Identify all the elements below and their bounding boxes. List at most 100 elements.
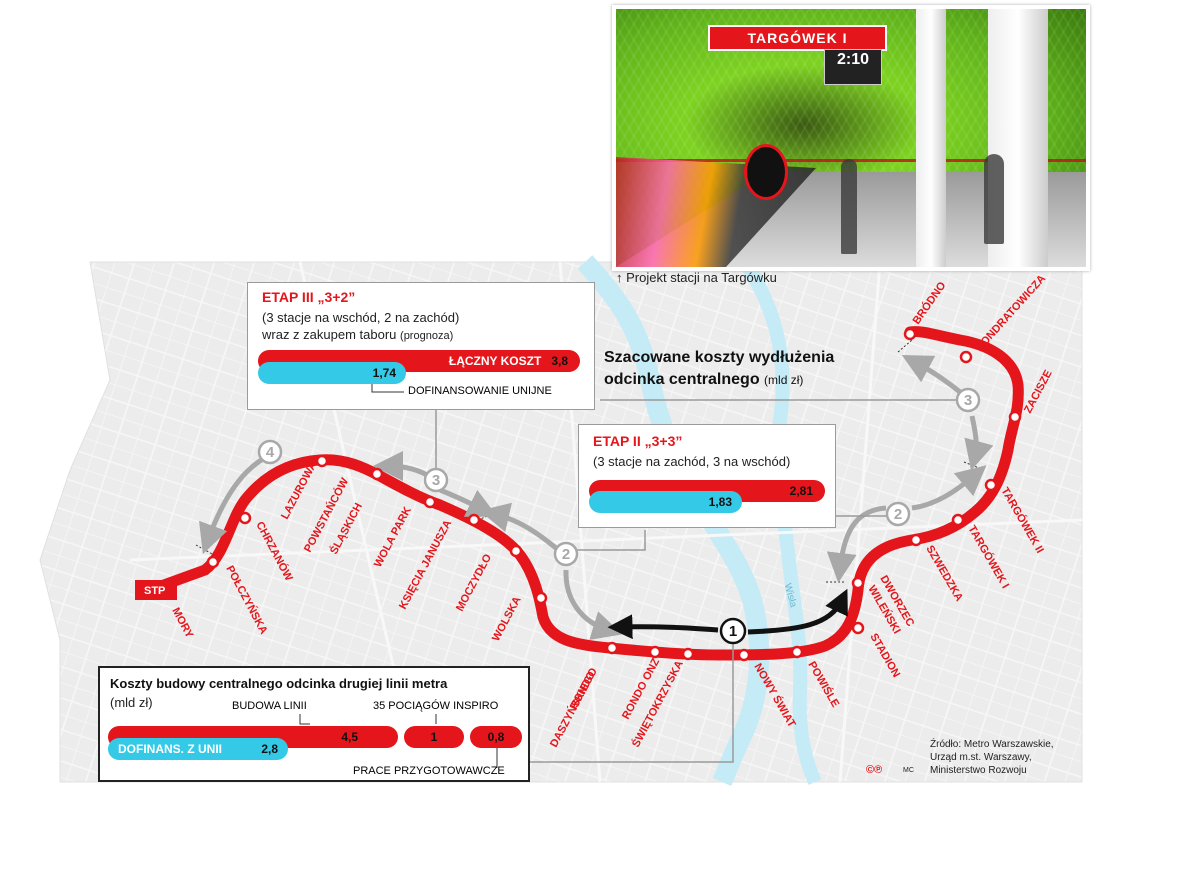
station-powstancow bbox=[370, 467, 384, 481]
stage-2-arrow-east bbox=[826, 505, 887, 583]
station-label-polczynska: POŁCZYŃSKA bbox=[223, 563, 270, 636]
chart-title-line1: Szacowane koszty wydłużenia bbox=[604, 349, 834, 366]
station-powisle bbox=[790, 645, 804, 659]
station-sign: TARGÓWEK I bbox=[708, 25, 887, 51]
station-label-kondratowicza: KONDRATOWICZA bbox=[973, 273, 1048, 354]
etap2-line1: (3 stacje na zachód, 3 na wschód) bbox=[593, 454, 791, 469]
central-budowa-value: 4,5 bbox=[341, 730, 358, 744]
station-kondratowicza bbox=[959, 350, 973, 364]
etap3-line2: wraz z zakupem taboru bbox=[262, 327, 397, 342]
stp-flag bbox=[135, 580, 177, 600]
etap3-box: ETAP III „3+2” (3 stacje na wschód, 2 na… bbox=[247, 282, 595, 410]
author-initials: MC bbox=[903, 767, 914, 774]
stage-3-marker-east bbox=[955, 387, 981, 413]
station-rendering-photo: TARGÓWEK I 2:10 bbox=[612, 5, 1090, 271]
stage-2-arrow-west bbox=[563, 569, 623, 640]
stage-3-number-east: 3 bbox=[964, 392, 972, 409]
central-pociagi-bar: 1 bbox=[404, 726, 464, 748]
etap2-eu-bar: 1,83 bbox=[589, 491, 742, 513]
stage-2-number-east: 2 bbox=[894, 506, 902, 523]
stage-1-marker bbox=[719, 617, 747, 645]
station-label-brodno: BRÓDNO bbox=[910, 279, 949, 327]
central-label-budowa: BUDOWA LINII bbox=[232, 700, 307, 712]
station-swietokrzyska bbox=[681, 647, 695, 661]
station-label-powisle: POWIŚLE bbox=[805, 659, 842, 709]
station-label-szwedzka: SZWEDZKA bbox=[923, 544, 965, 604]
central-title: Koszty budowy centralnego odcinka drugie… bbox=[110, 676, 448, 691]
station-label-stadion: STADION bbox=[867, 632, 902, 680]
station-wolska bbox=[534, 591, 548, 605]
metro-line-2 bbox=[144, 326, 1024, 661]
station-stadion bbox=[851, 621, 865, 635]
station-clock-time: 2:10 bbox=[836, 51, 870, 68]
station-polczynska bbox=[206, 555, 220, 569]
station-label-targowek-1: TARGÓWEK I bbox=[965, 523, 1012, 591]
station-stp-label: STP bbox=[144, 585, 165, 597]
stage-2-marker-east bbox=[885, 501, 911, 527]
station-szwedzka bbox=[909, 533, 923, 547]
central-label-pociagi: 35 POCIĄGÓW INSPIRO bbox=[373, 700, 499, 712]
station-targowek-2 bbox=[984, 478, 998, 492]
stage-2-marker-west bbox=[553, 541, 579, 567]
etap2-total-value: 2,81 bbox=[789, 484, 813, 498]
copyright-mark: ©℗ bbox=[866, 764, 882, 776]
central-eu-value: 2,8 bbox=[261, 742, 278, 756]
station-label-wola-park: WOLA PARK bbox=[372, 505, 414, 569]
stage-1-arrow-west bbox=[607, 614, 719, 640]
station-label-daszynskiego: DASZYŃSKIEGO bbox=[547, 665, 600, 749]
etap3-total-value: 3,8 bbox=[551, 354, 568, 368]
station-brodno bbox=[903, 327, 917, 341]
stage-1-arrow-east bbox=[747, 588, 848, 635]
station-rondo-daszynskiego bbox=[605, 641, 619, 655]
stage-3-marker-west bbox=[423, 467, 449, 493]
station-zacisze bbox=[1008, 410, 1022, 424]
etap3-total-label: ŁĄCZNY KOSZT bbox=[448, 354, 542, 368]
central-pociagi-value: 1 bbox=[430, 730, 438, 744]
central-prace-value: 0,8 bbox=[487, 730, 505, 744]
etap3-line1: (3 stacje na wschód, 2 na zachód) bbox=[262, 310, 460, 325]
station-clock: 2:10 bbox=[824, 49, 882, 85]
station-nowy-swiat bbox=[737, 648, 751, 662]
station-label-ksiecia: KSIĘCIA JANUSZA bbox=[397, 518, 454, 611]
etap2-box: ETAP II „3+3” (3 stacje na zachód, 3 na … bbox=[578, 424, 836, 528]
central-eu-bar: DOFINANS. Z UNII 2,8 bbox=[108, 738, 288, 760]
station-label-nowy-swiat: NOWY ŚWIAT bbox=[751, 661, 798, 730]
etap3-note: (prognoza) bbox=[400, 330, 454, 342]
central-leaders bbox=[299, 714, 498, 768]
station-targowek-1 bbox=[951, 513, 965, 527]
svg-text:odcinka centralnego (mld: odcinka centralnego (mld zł) bbox=[604, 371, 803, 388]
stage-3-arrow-east bbox=[964, 415, 994, 471]
photo-caption: ↑ Projekt stacji na Targówku bbox=[616, 269, 777, 286]
stage-4-marker bbox=[257, 439, 283, 465]
source-line1: Źródło: Metro Warszawskie, bbox=[930, 737, 1054, 750]
stage-2-arrow-west-b bbox=[479, 502, 558, 550]
station-rondo-onz bbox=[648, 645, 662, 659]
station-label-moczydlo: MOCZYDŁO bbox=[454, 552, 494, 614]
station-label-chrzanow: CHRZANÓW bbox=[253, 519, 295, 583]
station-dworzec-wilenski bbox=[851, 576, 865, 590]
central-unit: (mld zł) bbox=[110, 695, 153, 710]
central-cost-box: Koszty budowy centralnego odcinka drugie… bbox=[98, 666, 530, 782]
chart-title-line2: odcinka centralnego bbox=[604, 371, 760, 388]
source-line2: Urząd m.st. Warszawy, bbox=[930, 752, 1032, 763]
photo-caption-text: Projekt stacji na Targówku bbox=[626, 270, 777, 285]
station-label-mory: MORY bbox=[169, 606, 195, 641]
stage-4-number: 4 bbox=[266, 444, 275, 461]
stage-3-arrow-east-b bbox=[901, 354, 962, 394]
central-prace-bar: 0,8 bbox=[470, 726, 522, 748]
station-label-zacisze: ZACISZE bbox=[1022, 368, 1055, 415]
up-arrow-icon: ↑ bbox=[616, 270, 623, 285]
etap3-eu-bar: 1,74 bbox=[258, 362, 406, 384]
station-label-targowek-2: TARGÓWEK II bbox=[998, 485, 1046, 555]
central-eu-label: DOFINANS. Z UNII bbox=[118, 742, 222, 756]
stage-1-number: 1 bbox=[729, 623, 737, 640]
etap2-title: ETAP II „3+3” bbox=[593, 433, 683, 449]
stage-2-number-west: 2 bbox=[562, 546, 570, 563]
etap3-eu-leader bbox=[371, 384, 404, 393]
etap2-eu-value: 1,83 bbox=[708, 495, 732, 509]
station-chrzanow bbox=[238, 511, 252, 525]
etap3-title: ETAP III „3+2” bbox=[262, 289, 356, 305]
chart-title-unit: (mld zł) bbox=[764, 373, 803, 387]
stage-3-number-west: 3 bbox=[432, 472, 440, 489]
